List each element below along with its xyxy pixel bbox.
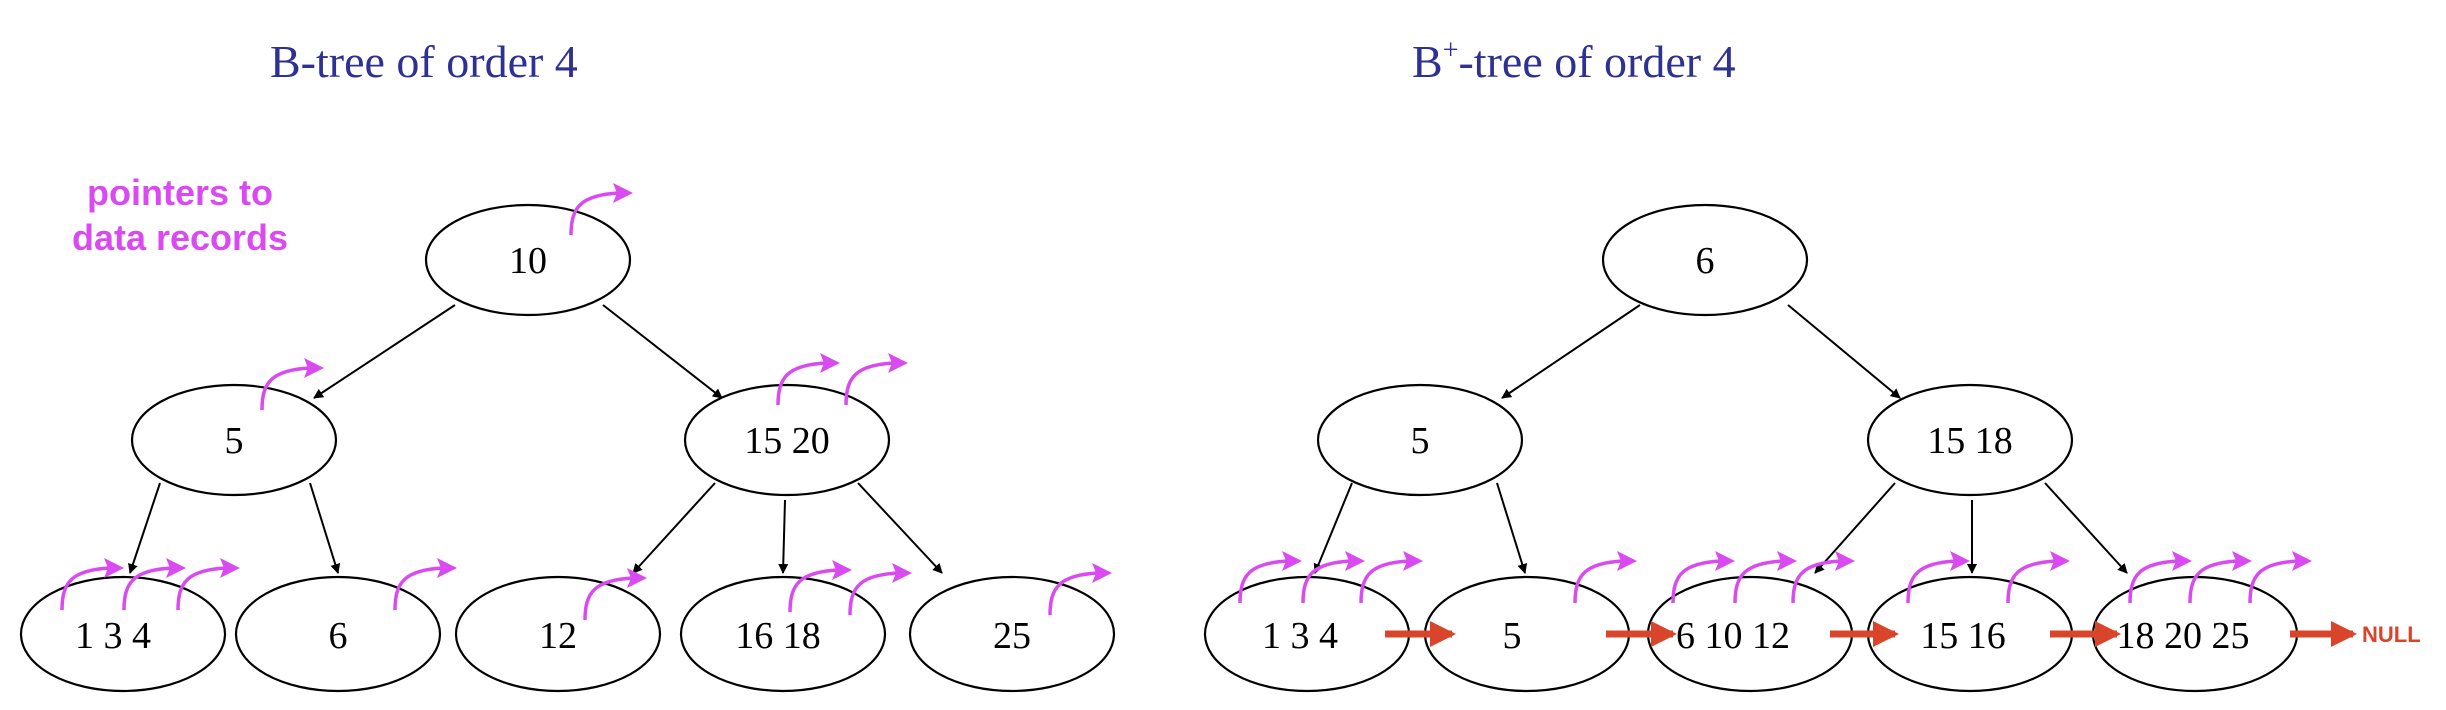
bplus-leaf-3-keys: 6 10 12 bbox=[1676, 615, 1790, 657]
record-pointer-icon bbox=[2188, 551, 2252, 604]
record-pointer-icon bbox=[1791, 551, 1855, 604]
btree-root-keys: 10 bbox=[509, 240, 547, 282]
record-pointer-icon bbox=[1301, 551, 1365, 604]
annotation-line-1: pointers to bbox=[87, 172, 273, 213]
btree-internal-node-left: 5 bbox=[130, 383, 338, 497]
btree-left-keys: 5 bbox=[225, 420, 244, 462]
btree-title: B-tree of order 4 bbox=[270, 36, 578, 87]
record-pointer-icon bbox=[1906, 551, 1970, 604]
btree-record-pointers bbox=[60, 183, 1112, 621]
bplustree-leaf-4: 15 16 bbox=[1866, 575, 2074, 693]
bplustree-title-suffix: -tree of order 4 bbox=[1458, 36, 1735, 87]
btree-edge-root-left bbox=[313, 304, 456, 399]
bplustree-internal-node-right: 15 18 bbox=[1866, 383, 2074, 497]
btree-right-keys: 15 20 bbox=[744, 420, 830, 462]
record-pointer-icon bbox=[1238, 551, 1302, 604]
btree-edge-left-leaf1 bbox=[128, 482, 161, 574]
btree-leaf-3-keys: 12 bbox=[539, 615, 577, 657]
bplus-leaf-2-keys: 5 bbox=[1503, 615, 1522, 657]
record-pointer-icon bbox=[1671, 551, 1735, 604]
record-pointer-icon bbox=[1359, 551, 1423, 604]
record-pointer-icon bbox=[122, 558, 186, 611]
bplus-edge-root-right bbox=[1787, 304, 1901, 399]
bplus-right-keys: 15 18 bbox=[1927, 420, 2013, 462]
btree-edges bbox=[128, 304, 943, 574]
bplustree-title: B+-tree of order 4 bbox=[1412, 35, 1736, 87]
bplustree-edges bbox=[1313, 304, 2128, 574]
btree-leaf-5: 25 bbox=[908, 575, 1116, 693]
btree-edge-root-right bbox=[602, 304, 723, 399]
record-pointer-icon bbox=[2248, 551, 2312, 604]
record-pointer-icon bbox=[60, 558, 124, 611]
record-pointer-icon bbox=[393, 558, 457, 611]
bplus-leaf-4-keys: 15 16 bbox=[1920, 615, 2006, 657]
record-pointer-icon bbox=[788, 560, 852, 613]
bplustree-internal-node-left: 5 bbox=[1316, 383, 1524, 497]
bplus-left-keys: 5 bbox=[1411, 420, 1430, 462]
bplustree-leaf-1: 1 3 4 bbox=[1203, 575, 1411, 693]
bplus-leaf-1-keys: 1 3 4 bbox=[1262, 615, 1338, 657]
bplustree-leaf-links: NULL bbox=[1385, 621, 2421, 647]
record-pointer-icon bbox=[1733, 551, 1797, 604]
bplus-edge-right-leaf3 bbox=[1814, 482, 1896, 574]
btree-edge-right-leaf4 bbox=[778, 499, 789, 574]
record-pointer-icon bbox=[176, 558, 240, 611]
bplustree-root-node: 6 bbox=[1601, 203, 1809, 317]
bplustree-leaf-3: 6 10 12 bbox=[1646, 575, 1854, 693]
btree-leaf-1-keys: 1 3 4 bbox=[75, 615, 151, 657]
btree-leaf-4-keys: 16 18 bbox=[735, 615, 821, 657]
record-pointer-icon bbox=[2006, 551, 2070, 604]
btree-internal-node-right: 15 20 bbox=[683, 383, 891, 497]
btree-edge-right-leaf5 bbox=[857, 482, 943, 574]
btree-leaf-2: 6 bbox=[234, 575, 442, 693]
record-pointer-icon bbox=[848, 563, 912, 616]
btree-leaf-2-keys: 6 bbox=[329, 615, 348, 657]
bplus-leaf-5-keys: 18 20 25 bbox=[2117, 615, 2250, 657]
record-pointer-icon bbox=[260, 358, 324, 411]
btree-edge-right-leaf3 bbox=[632, 482, 716, 574]
record-pointer-icon bbox=[2128, 551, 2192, 604]
btree-edge-left-leaf2 bbox=[309, 482, 341, 574]
btree-leaf-5-keys: 25 bbox=[993, 615, 1031, 657]
bplus-edge-left-leaf1 bbox=[1313, 482, 1353, 574]
record-pointer-icon bbox=[776, 353, 840, 406]
null-label: NULL bbox=[2362, 622, 2421, 647]
bplustree-leaf-2: 5 bbox=[1423, 575, 1631, 693]
bplustree-title-prefix: B bbox=[1412, 36, 1443, 87]
record-pointer-icon bbox=[1048, 563, 1112, 616]
btree-leaf-4: 16 18 bbox=[679, 575, 887, 693]
btree-leaf-1: 1 3 4 bbox=[19, 575, 227, 693]
bplus-edge-right-leaf5 bbox=[2044, 482, 2128, 574]
bplus-edge-root-left bbox=[1501, 304, 1641, 399]
btree-root-node: 10 bbox=[424, 203, 632, 317]
bplus-root-keys: 6 bbox=[1696, 240, 1715, 282]
bplustree-leaf-5: 18 20 25 bbox=[2091, 575, 2299, 693]
record-pointer-icon bbox=[1573, 551, 1637, 604]
btree-leaf-3: 12 bbox=[454, 575, 662, 693]
pointers-annotation: pointers to data records bbox=[72, 172, 288, 258]
bplustree-record-pointers bbox=[1238, 551, 2312, 604]
bplus-edge-left-leaf2 bbox=[1496, 482, 1528, 574]
record-pointer-icon bbox=[844, 353, 908, 406]
record-pointer-icon bbox=[569, 183, 633, 236]
record-pointer-icon bbox=[583, 568, 647, 621]
annotation-line-2: data records bbox=[72, 217, 288, 258]
bplustree-title-sup: + bbox=[1443, 35, 1459, 66]
